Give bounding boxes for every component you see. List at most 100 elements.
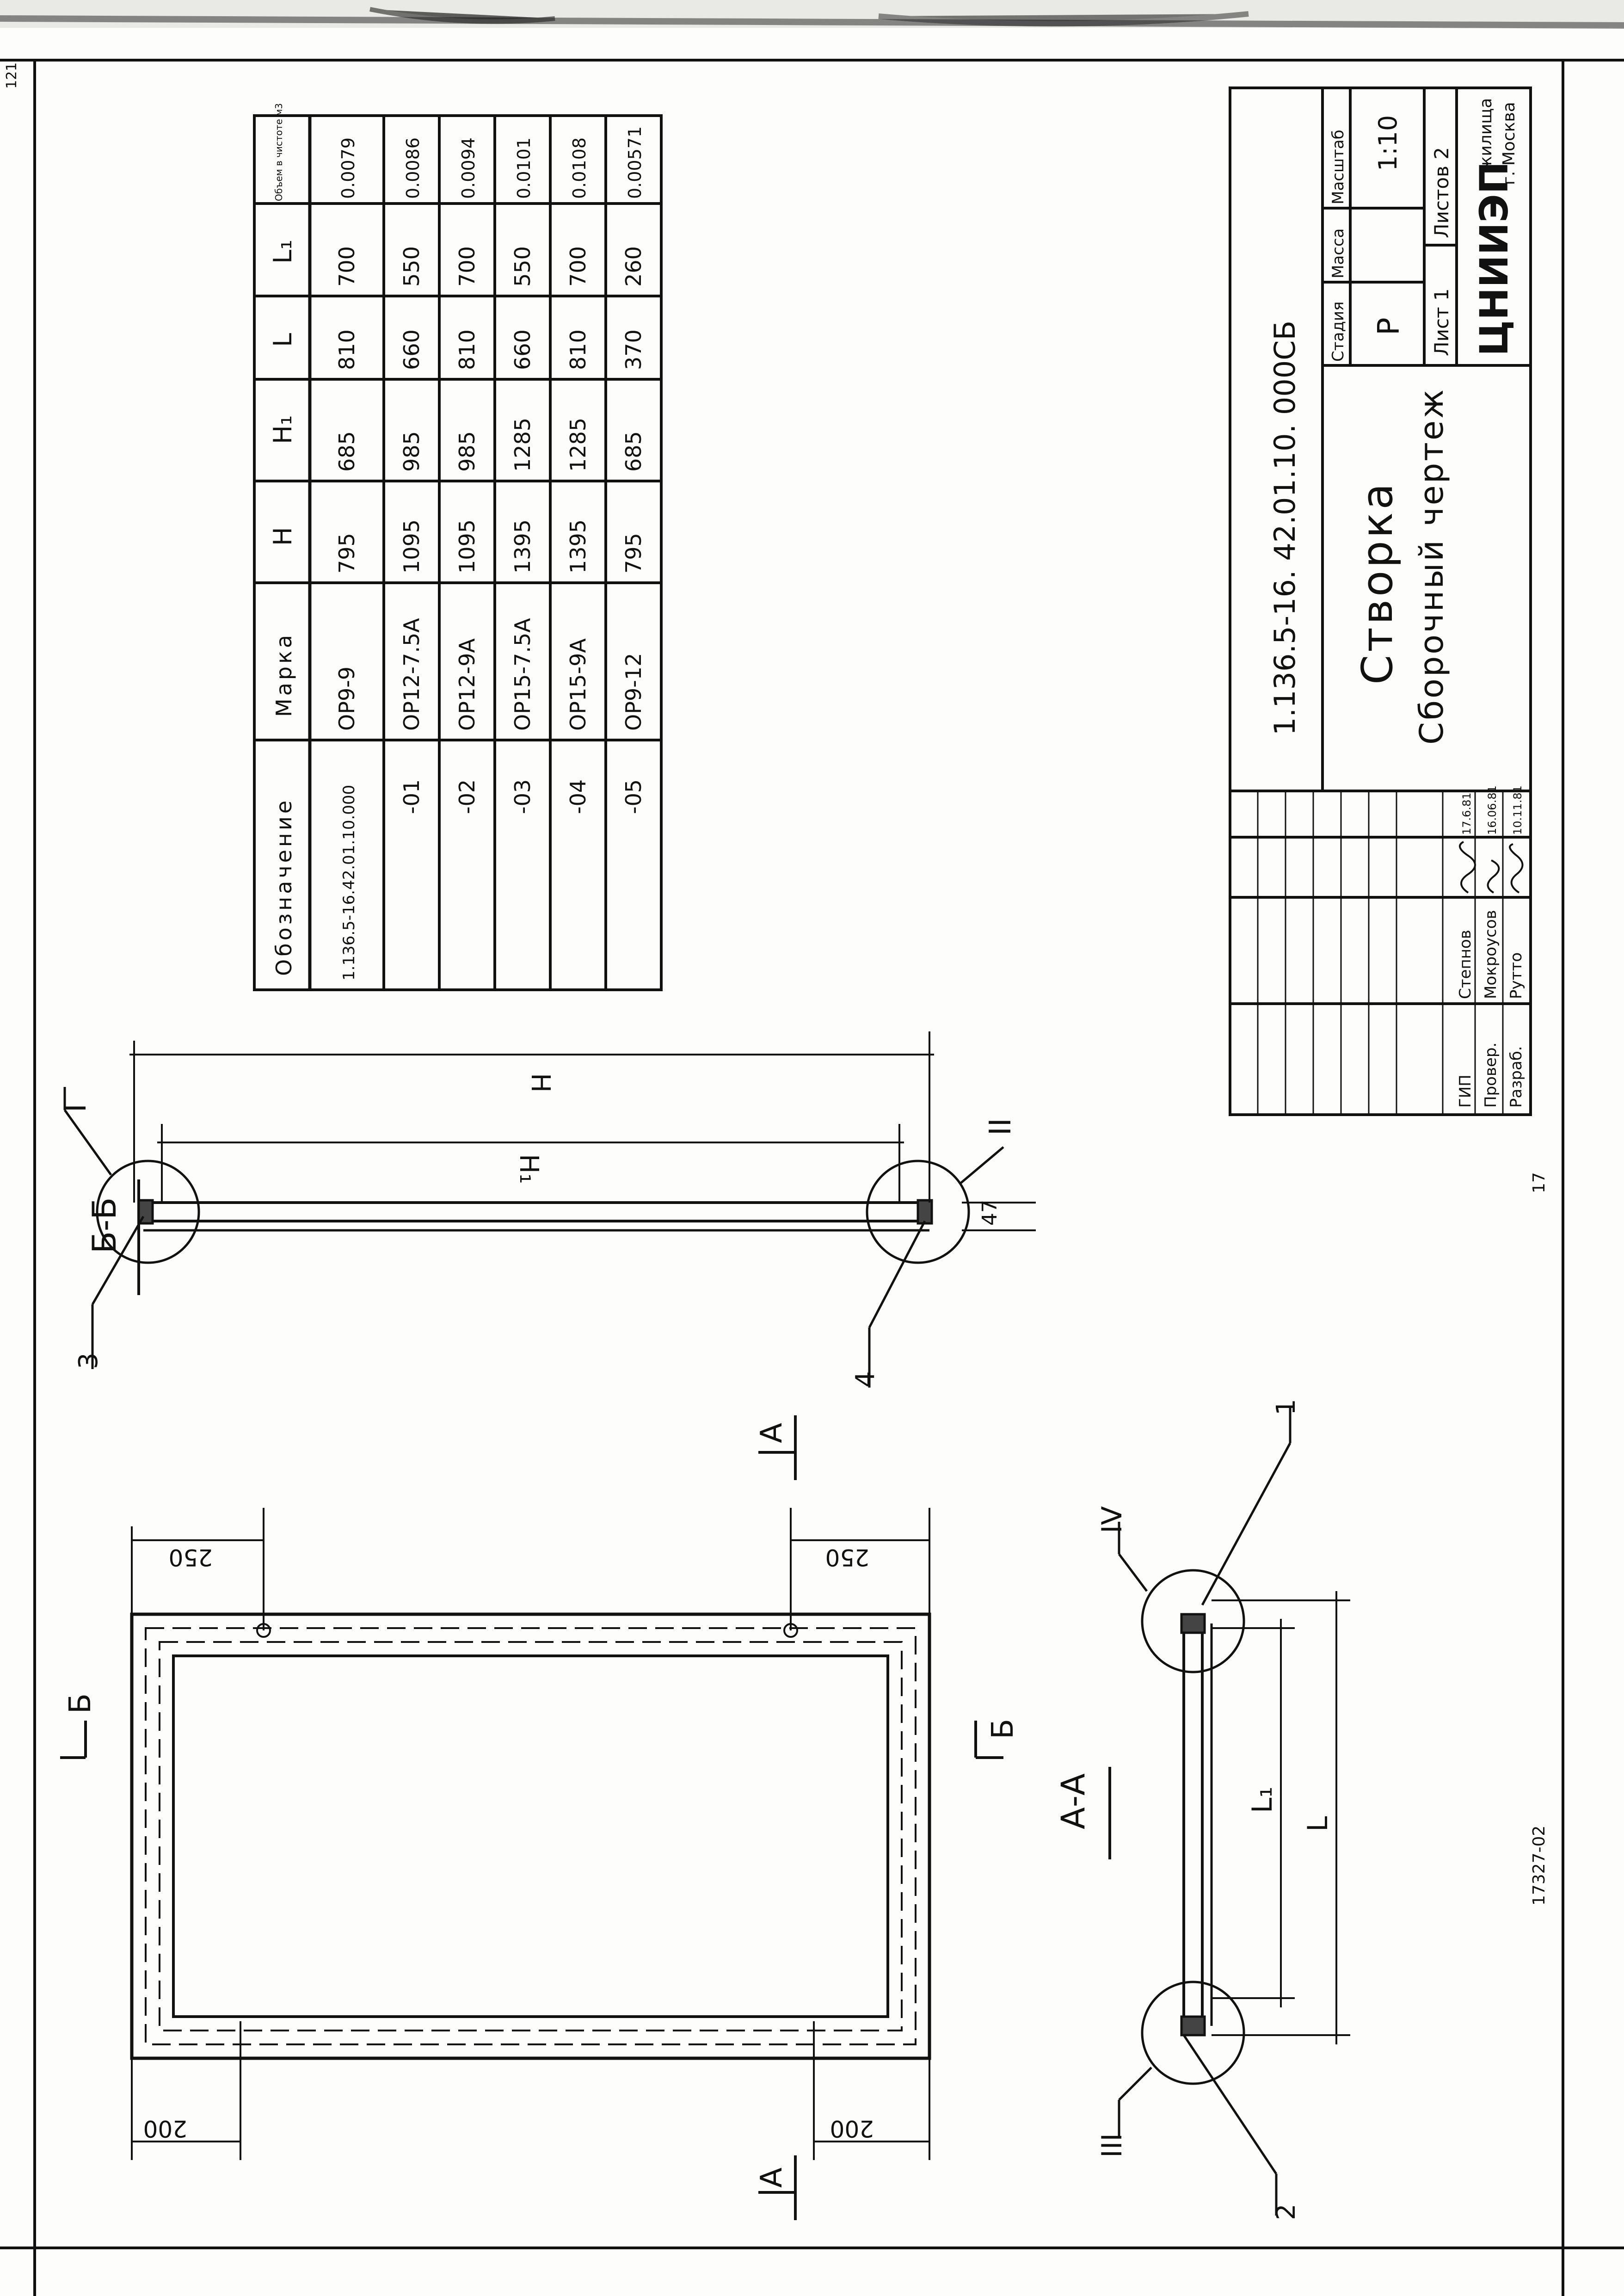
table-cell: 550 — [510, 246, 535, 287]
table-cell: 685 — [621, 431, 646, 472]
callout-4: 4 — [850, 1371, 880, 1388]
org-name: жилища — [1476, 98, 1495, 171]
dim-250-right: 250 — [825, 1544, 869, 1571]
table-cell: 370 — [621, 329, 646, 370]
table-cell: 700 — [334, 246, 359, 287]
table-cell: 660 — [510, 329, 535, 370]
node-I: I — [59, 1104, 93, 1112]
cut-b-right: Б — [986, 1719, 1020, 1739]
sash-frame — [130, 1612, 931, 2060]
bottom-page: 17 — [1530, 1172, 1549, 1193]
header-H1: H₁ — [268, 415, 297, 444]
cut-a-bottom: А — [755, 2167, 789, 2188]
table-cell: 260 — [621, 246, 646, 287]
table-cell: 1395 — [510, 519, 535, 574]
signature-1 — [1459, 841, 1476, 894]
table-cell: 1285 — [510, 418, 535, 472]
table-cell: 0.0086 — [403, 137, 423, 199]
table-body: 1.136.5-16.42.01.10.000 ОР9-9 795 685 810 700… — [334, 126, 646, 981]
sheet-label: Лист 1 — [1430, 288, 1453, 356]
table-cell: 0.00571 — [625, 126, 645, 199]
role-checked: Провер. — [1482, 1043, 1500, 1108]
table-cell: 700 — [566, 246, 591, 287]
org-logo: ЦНИИЭП — [1471, 161, 1517, 356]
section-bb-label: Б-Б — [86, 1197, 123, 1253]
dim-L-label: L — [1302, 1816, 1334, 1832]
header-designation: Обозначение — [271, 798, 296, 976]
role-gip: ГИП — [1456, 1074, 1475, 1108]
margin-number: 121 — [4, 62, 20, 89]
table-cell: 660 — [399, 329, 424, 370]
dim-250 — [131, 1508, 930, 1630]
table-cell: 795 — [334, 533, 359, 574]
table-cell: 700 — [455, 246, 480, 287]
section-bb: Б-Б H H₁ 47 — [59, 1031, 1036, 1388]
table-header: Обозначение Марка H H₁ L L₁ Объем в чист… — [268, 103, 297, 976]
section-aa-label: А-А — [1054, 1773, 1092, 1829]
org-city: г. Москва — [1500, 102, 1519, 185]
scale-value: 1:10 — [1373, 115, 1403, 171]
table-cell-designation: 1.136.5-16.42.01.10.000 — [340, 785, 358, 981]
stage-value: Р — [1372, 317, 1406, 335]
date-2: 16.06.81 — [1486, 785, 1499, 835]
table-cell-designation: -02 — [455, 779, 480, 814]
table-cell: 1095 — [399, 519, 424, 574]
table-cell: 810 — [334, 329, 359, 370]
table-cell-designation: -04 — [566, 779, 591, 814]
table-cell: 1285 — [566, 418, 591, 472]
drawing-title: Створка — [1353, 481, 1402, 685]
table-cell: 985 — [455, 431, 480, 472]
table-cell: 810 — [455, 329, 480, 370]
table-cell: 685 — [334, 431, 359, 472]
table-cell: ОР9-12 — [621, 653, 646, 731]
dim-H-label: H — [525, 1073, 555, 1092]
section-aa-profile — [1141, 1569, 1245, 2085]
header-H: H — [268, 527, 297, 546]
table-cell: 1095 — [455, 519, 480, 574]
table-cell: ОР15-7.5А — [510, 618, 535, 731]
dim-H1-label: H₁ — [514, 1154, 544, 1184]
table-cell: 0.0079 — [338, 137, 358, 199]
table-cell-designation: -05 — [621, 779, 646, 814]
drawing-subtitle: Сборочный чертеж — [1413, 388, 1451, 745]
cut-markers — [60, 1415, 1003, 2220]
table-cell: 810 — [566, 329, 591, 370]
table-cell: ОР15-9А — [566, 638, 591, 731]
node-II: II — [984, 1118, 1018, 1136]
table-cell: ОР12-9А — [455, 638, 480, 731]
sheet-frame — [0, 59, 1624, 2296]
section-bb-profile — [96, 1160, 970, 1264]
table-cell: 985 — [399, 431, 424, 472]
bb-leaders — [63, 1087, 1004, 1388]
signature-2 — [1487, 859, 1500, 894]
dim-200-right: 200 — [830, 2115, 874, 2142]
table-cell: 0.0094 — [458, 137, 479, 199]
table-cell: 0.0101 — [514, 137, 534, 199]
title-block-grid — [1229, 86, 1532, 1116]
section-aa: А-А L L₁ — [1054, 1399, 1350, 2220]
role-developed: Разраб. — [1507, 1046, 1526, 1108]
front-view: 250 250 200 200 Б Б А А — [60, 1415, 1020, 2220]
header-L: L — [268, 333, 297, 347]
table-cell-designation: -03 — [510, 779, 535, 814]
signature-3 — [1509, 843, 1524, 894]
sheets-label: Листов 2 — [1430, 147, 1453, 238]
table-cell: ОР9-9 — [334, 667, 359, 731]
table-cell-designation: -01 — [399, 779, 424, 814]
document-code: 1.136.5-16. 42.01.10. 000СБ — [1268, 321, 1302, 735]
node-IV: IV — [1096, 1506, 1128, 1533]
callout-3: 3 — [74, 1352, 104, 1369]
date-1: 17.6.81 — [1460, 792, 1473, 835]
table-grid — [253, 114, 663, 991]
stage-header: Стадия — [1329, 302, 1347, 362]
dim-H — [129, 1031, 934, 1203]
cut-b-left: Б — [63, 1693, 98, 1714]
title-block: 1.136.5-16. 42.01.10. 000СБ Створка Сбор… — [1229, 86, 1532, 1116]
scale-header: Масштаб — [1329, 130, 1347, 204]
dim-250-left: 250 — [169, 1544, 213, 1571]
dim-L1-label: L₁ — [1246, 1787, 1279, 1813]
name-rutto: Рутто — [1507, 952, 1526, 999]
header-mark: Марка — [271, 632, 296, 717]
table-cell: 0.0108 — [569, 137, 590, 199]
